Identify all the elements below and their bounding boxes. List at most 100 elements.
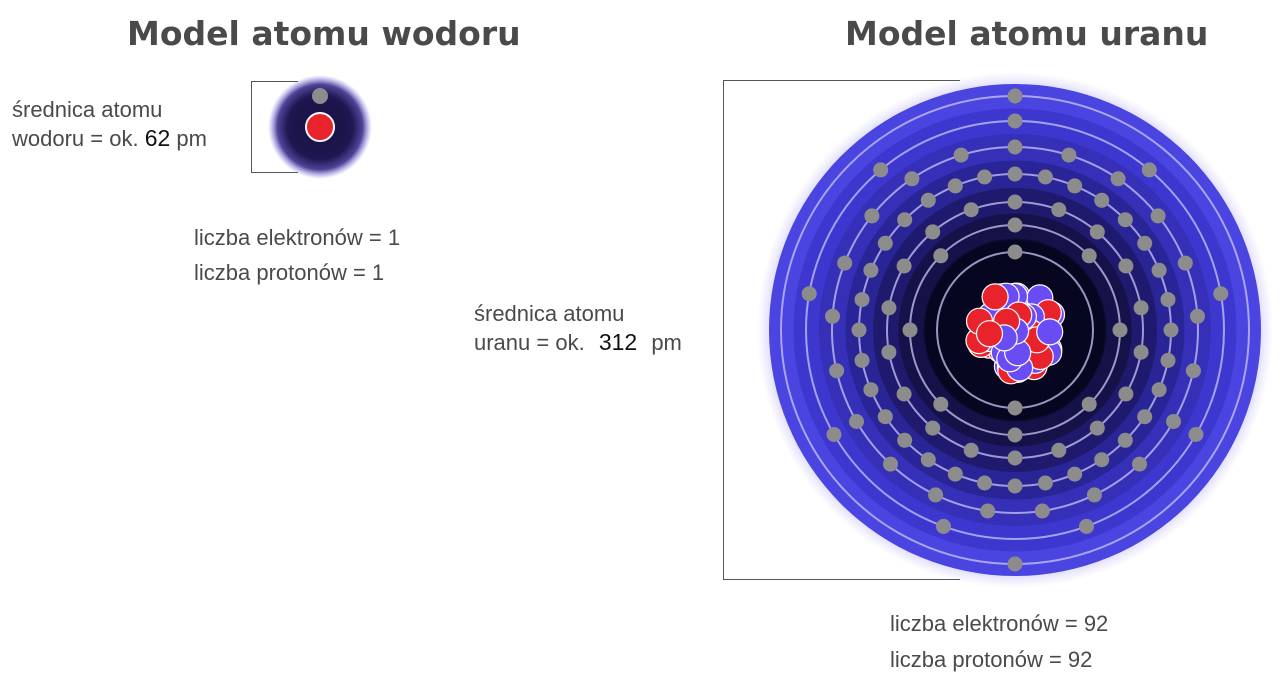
hydrogen-diameter-line1: średnica atomu xyxy=(12,97,163,122)
uranium-electron xyxy=(851,322,867,338)
uranium-electron xyxy=(928,487,944,503)
uranium-protons-count: liczba protonów = 92 xyxy=(890,647,1093,672)
uranium-electron xyxy=(920,452,936,468)
uranium-diameter-value: 312 xyxy=(598,329,638,355)
uranium-electron xyxy=(1007,139,1023,155)
uranium-title: Model atomu uranu xyxy=(845,14,1209,53)
uranium-electron xyxy=(1133,300,1149,316)
uranium-electron xyxy=(1086,487,1102,503)
uranium-electron xyxy=(1163,322,1179,338)
uranium-electron xyxy=(854,352,870,368)
uranium-electron xyxy=(1118,258,1134,274)
uranium-electron xyxy=(896,386,912,402)
uranium-electron xyxy=(1067,178,1083,194)
uranium-electron xyxy=(1081,248,1097,264)
uranium-electron xyxy=(1118,386,1134,402)
uranium-electron xyxy=(933,396,949,412)
uranium-electron xyxy=(963,442,979,458)
uranium-electron xyxy=(1007,478,1023,494)
uranium-diameter-unit: pm xyxy=(651,330,682,355)
uranium-electrons-count: liczba elektronów = 92 xyxy=(890,611,1109,636)
uranium-electron xyxy=(1177,255,1193,271)
uranium-electron xyxy=(947,178,963,194)
uranium-electron xyxy=(933,248,949,264)
hydrogen-diameter-unit: pm xyxy=(176,126,207,151)
uranium-electron xyxy=(1117,212,1133,228)
uranium-electron xyxy=(1037,475,1053,491)
uranium-electron xyxy=(1190,308,1205,324)
uranium-electron xyxy=(837,255,853,271)
uranium-electron xyxy=(947,466,963,482)
uranium-electron xyxy=(1137,235,1153,251)
uranium-electron xyxy=(1150,208,1166,224)
uranium-electron xyxy=(925,224,941,240)
uranium-electron xyxy=(1151,262,1167,278)
uranium-electron xyxy=(1051,202,1067,218)
uranium-electron xyxy=(1067,466,1083,482)
uranium-electron xyxy=(953,147,969,163)
uranium-diameter-prefix: uranu = ok. xyxy=(474,330,585,355)
uranium-electron xyxy=(873,162,889,178)
uranium-diameter-line2: uranu = ok. 312 pm xyxy=(474,328,682,357)
uranium-neutron xyxy=(1036,318,1064,346)
uranium-electron xyxy=(977,169,993,185)
uranium-electron xyxy=(897,212,913,228)
uranium-electron xyxy=(1117,432,1133,448)
uranium-electron xyxy=(1110,171,1126,187)
uranium-electron xyxy=(925,420,941,436)
uranium-electron xyxy=(1007,244,1023,260)
uranium-electron xyxy=(896,258,912,274)
uranium-electron xyxy=(1213,286,1229,302)
uranium-electron xyxy=(801,286,817,302)
uranium-electron xyxy=(877,235,893,251)
uranium-electron xyxy=(904,171,920,187)
uranium-electron xyxy=(1007,217,1023,233)
uranium-electron xyxy=(1151,382,1167,398)
uranium-proton xyxy=(981,283,1009,311)
uranium-electron xyxy=(1089,420,1105,436)
uranium-electron xyxy=(863,262,879,278)
hydrogen-electron xyxy=(312,88,328,104)
uranium-electron xyxy=(1007,113,1023,129)
uranium-electron xyxy=(1094,192,1110,208)
uranium-electron xyxy=(825,308,840,324)
uranium-electron xyxy=(902,322,918,338)
uranium-electron xyxy=(963,202,979,218)
uranium-electron xyxy=(1133,344,1149,360)
uranium-diameter-label: średnica atomu uranu = ok. 312 pm xyxy=(474,300,682,357)
uranium-electron xyxy=(1079,518,1094,534)
uranium-electron xyxy=(1007,400,1023,416)
uranium-electron xyxy=(1034,503,1050,519)
uranium-atom-model xyxy=(757,72,1273,588)
uranium-electron xyxy=(1081,396,1097,412)
uranium-electron xyxy=(1132,456,1147,472)
uranium-proton xyxy=(975,320,1004,348)
uranium-electron xyxy=(864,208,880,224)
uranium-electron xyxy=(936,518,951,534)
uranium-electron xyxy=(1160,352,1176,368)
uranium-electron xyxy=(881,300,897,316)
uranium-electron xyxy=(849,414,864,429)
hydrogen-atom-model xyxy=(268,75,372,179)
uranium-electron xyxy=(1188,427,1204,442)
hydrogen-diameter-line2: wodoru = ok. 62 pm xyxy=(12,124,207,153)
uranium-electron xyxy=(920,192,936,208)
uranium-electron xyxy=(1037,169,1053,185)
uranium-electron xyxy=(1185,363,1201,379)
uranium-electron xyxy=(1051,442,1067,458)
hydrogen-diameter-value: 62 xyxy=(144,125,171,151)
uranium-electron xyxy=(897,432,913,448)
uranium-electron xyxy=(829,363,845,379)
uranium-electron xyxy=(883,456,898,472)
uranium-electron xyxy=(1089,224,1105,240)
uranium-electron xyxy=(980,503,996,519)
hydrogen-diameter-bracket xyxy=(251,81,298,173)
uranium-electron xyxy=(1007,556,1023,572)
uranium-electron xyxy=(863,382,879,398)
uranium-electron xyxy=(877,409,893,425)
hydrogen-diameter-prefix: wodoru = ok. xyxy=(12,126,139,151)
uranium-electron xyxy=(881,344,897,360)
uranium-electron xyxy=(1061,147,1077,163)
uranium-electron xyxy=(1094,452,1110,468)
uranium-electron xyxy=(977,475,993,491)
